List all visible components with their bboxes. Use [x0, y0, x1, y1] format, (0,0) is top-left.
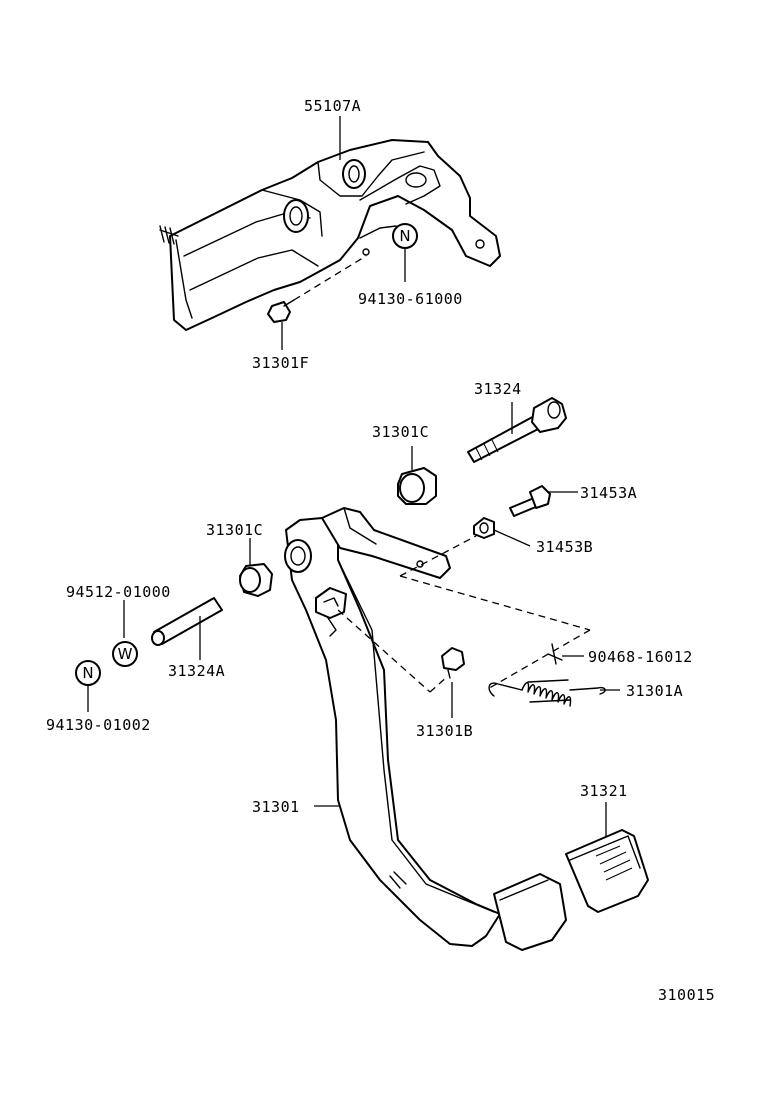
label-94130-01002: 94130-01002 [46, 716, 151, 734]
label-31324: 31324 [474, 380, 522, 398]
label-31301C-left: 31301C [206, 521, 263, 539]
w-symbol-text: W [118, 645, 133, 663]
part-labels: 55107A 94130-61000 31301F 31324 31301C 3… [46, 97, 715, 1004]
bolt-31453A [509, 485, 551, 517]
washer-symbol-W: W [112, 641, 138, 667]
brake-pedal-arm-31301 [284, 507, 501, 947]
label-94130-61000: 94130-61000 [358, 290, 463, 308]
pedal-pad-mounted [493, 873, 567, 951]
label-31301A: 31301A [626, 682, 683, 700]
label-31301F: 31301F [252, 354, 309, 372]
label-90468-16012: 90468-16012 [588, 648, 693, 666]
label-31321: 31321 [580, 782, 628, 800]
pedal-pad-31321 [565, 829, 649, 913]
nut-symbol-N-upper: N [392, 223, 418, 249]
bush-31301C-upper [397, 467, 437, 505]
n-symbol-text: N [399, 227, 410, 245]
bolt-31301F [267, 255, 367, 323]
label-31301: 31301 [252, 798, 300, 816]
nut-31453B [473, 517, 495, 539]
stopper-31301B [441, 647, 465, 679]
label-55107A: 55107A [304, 97, 361, 115]
label-94512-01000: 94512-01000 [66, 583, 171, 601]
pedal-bracket-55107A [159, 139, 501, 331]
label-31301B: 31301B [416, 722, 473, 740]
label-31324A: 31324A [168, 662, 225, 680]
label-31301C-upper: 31301C [372, 423, 429, 441]
figure-number: 310015 [658, 986, 715, 1004]
return-spring-31301A [488, 679, 606, 707]
assembly-dash-lines [337, 535, 591, 693]
label-31453B: 31453B [536, 538, 593, 556]
leader-lines [87, 116, 620, 836]
label-31453A: 31453A [580, 484, 637, 502]
clip-90468-16012 [547, 643, 563, 665]
bush-31301C-left [239, 563, 273, 597]
pin-31324A [151, 597, 223, 646]
n-symbol-text: N [82, 664, 93, 682]
nut-symbol-N-lower: N [75, 660, 101, 686]
bolt-31324 [467, 397, 567, 463]
